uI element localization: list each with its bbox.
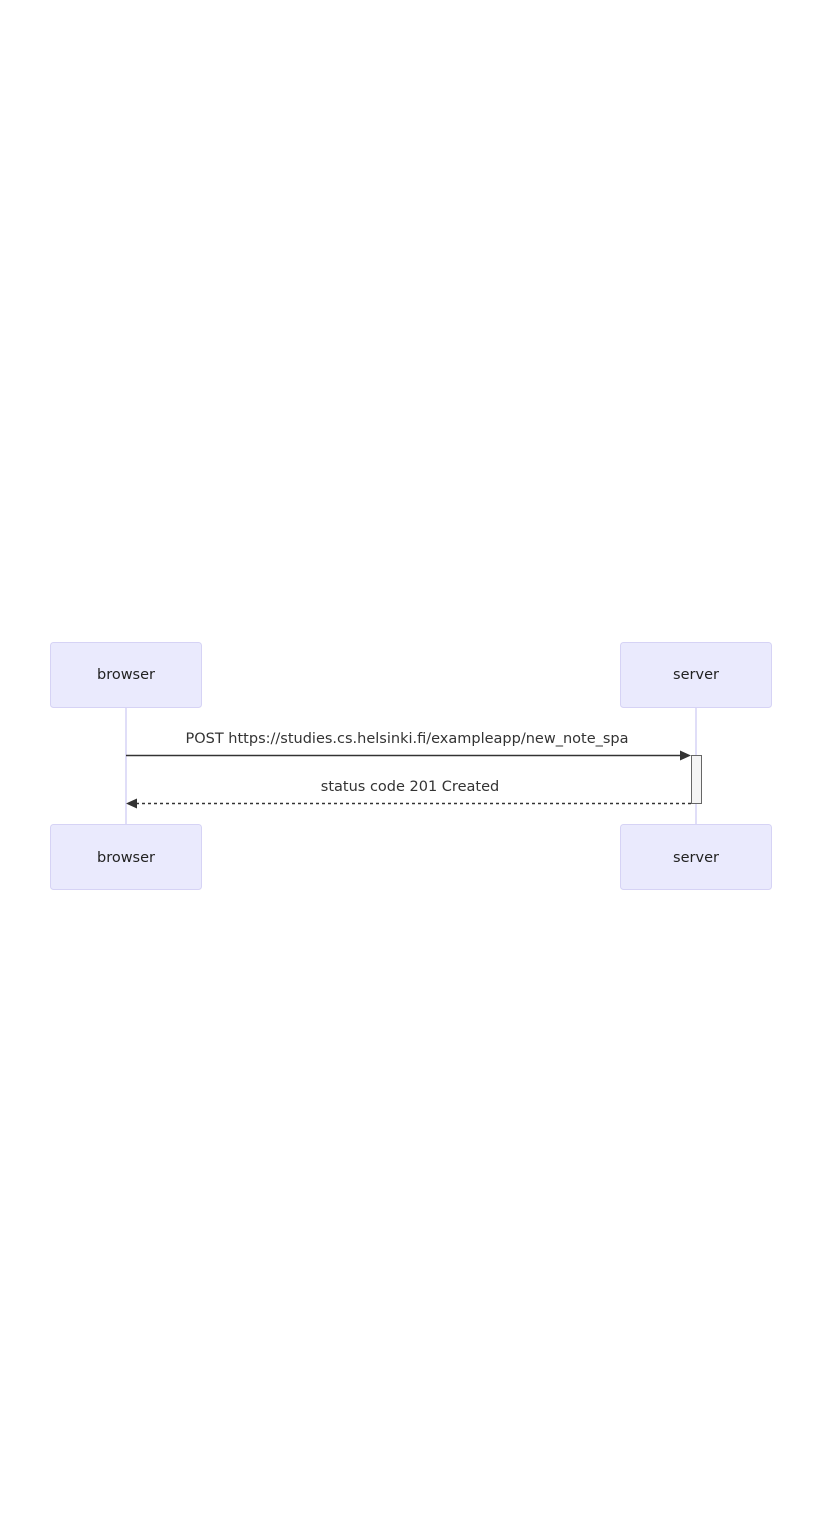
message-status-response-arrowhead [126, 798, 137, 809]
actor-browser-top: browser [50, 642, 202, 708]
actor-server-bottom-label: server [673, 850, 719, 866]
actor-browser-top-label: browser [97, 667, 155, 683]
actor-browser-bottom-label: browser [97, 850, 155, 866]
server-activation-bar [691, 755, 702, 804]
message-status-response-label: status code 201 Created [321, 779, 499, 795]
actor-server-top-label: server [673, 667, 719, 683]
actor-browser-bottom: browser [50, 824, 202, 890]
message-post-request: POST https://studies.cs.helsinki.fi/exam… [126, 731, 691, 761]
message-post-request-label: POST https://studies.cs.helsinki.fi/exam… [185, 731, 628, 747]
message-status-response: status code 201 Created [126, 779, 691, 809]
actor-server-top: server [620, 642, 772, 708]
actor-server-bottom: server [620, 824, 772, 890]
message-post-request-arrowhead [680, 750, 691, 761]
